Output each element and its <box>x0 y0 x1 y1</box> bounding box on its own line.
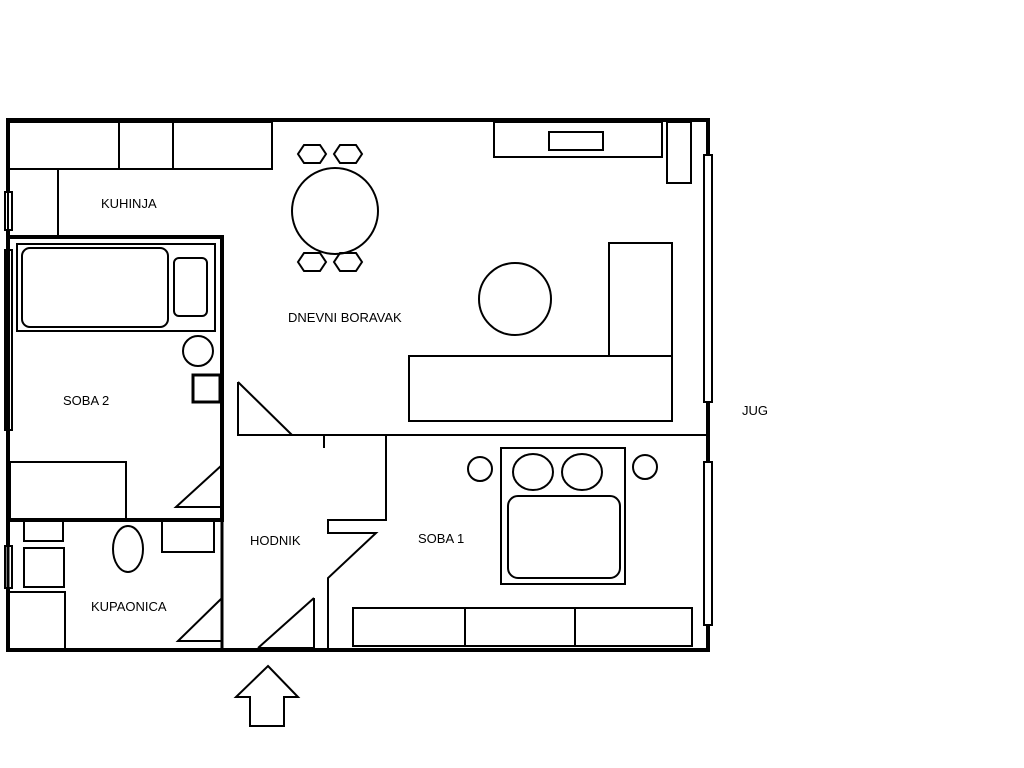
entrance-door <box>258 598 315 649</box>
wardrobe-bedroom-1 <box>352 607 693 647</box>
nightstand-lamp <box>467 456 493 482</box>
room-label-bedroom-2: SOBA 2 <box>63 393 109 408</box>
door-bathroom <box>175 597 223 642</box>
bedroom-2-wall <box>6 235 224 522</box>
bathroom-counter <box>10 591 66 648</box>
window-bedroom-1 <box>703 461 713 626</box>
double-bed <box>500 447 626 585</box>
compass-label: JUG <box>742 403 768 418</box>
kitchen-counter <box>7 121 273 237</box>
chair <box>296 144 328 164</box>
coffee-table <box>478 262 552 336</box>
tv-cabinet <box>493 121 692 184</box>
chair <box>296 252 328 272</box>
chair <box>332 144 364 164</box>
washbasin <box>182 335 214 367</box>
chair <box>332 252 364 272</box>
bathroom-wall <box>6 518 224 652</box>
room-label-kitchen: KUHINJA <box>101 196 157 211</box>
nightstand-lamp <box>632 454 658 480</box>
door-bedroom-2 <box>173 464 223 508</box>
wardrobe-bedroom-2 <box>9 461 127 521</box>
shower-tray <box>191 373 222 404</box>
bathroom-cabinet <box>23 520 64 542</box>
bathroom-shelf <box>161 520 215 553</box>
room-label-living-room: DNEVNI BORAVAK <box>288 310 402 325</box>
door-living-room <box>237 382 292 436</box>
window-living-room <box>703 154 713 403</box>
windows <box>4 154 713 626</box>
dining-table <box>291 167 379 255</box>
room-label-bedroom-1: SOBA 1 <box>418 531 464 546</box>
room-label-hallway: HODNIK <box>250 533 301 548</box>
washing-machine <box>23 547 65 588</box>
toilet <box>112 525 144 573</box>
sofa <box>408 242 673 422</box>
bathtub <box>16 243 216 332</box>
room-label-bathroom: KUPAONICA <box>91 599 167 614</box>
entrance-arrow <box>233 664 301 727</box>
